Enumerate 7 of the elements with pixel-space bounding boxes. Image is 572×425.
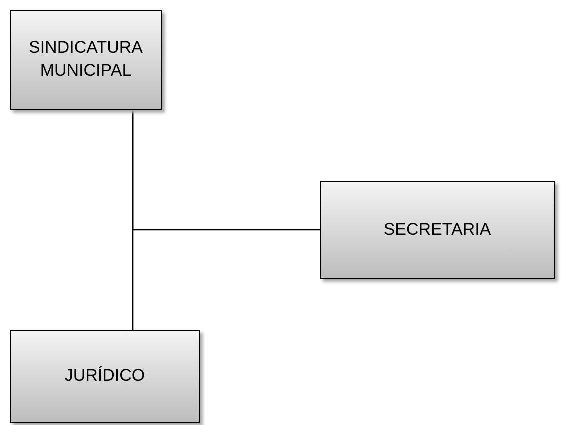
org-unit-box	[10, 330, 200, 423]
unit-name: SINDICATURA MUNICIPAL	[28, 37, 144, 82]
unit-name: JURÍDICO	[64, 365, 146, 388]
org-unit-box	[10, 10, 162, 110]
org-unit-box	[320, 181, 555, 279]
connector-line	[132, 110, 134, 330]
unit-name: SECRETARIA	[384, 218, 492, 241]
